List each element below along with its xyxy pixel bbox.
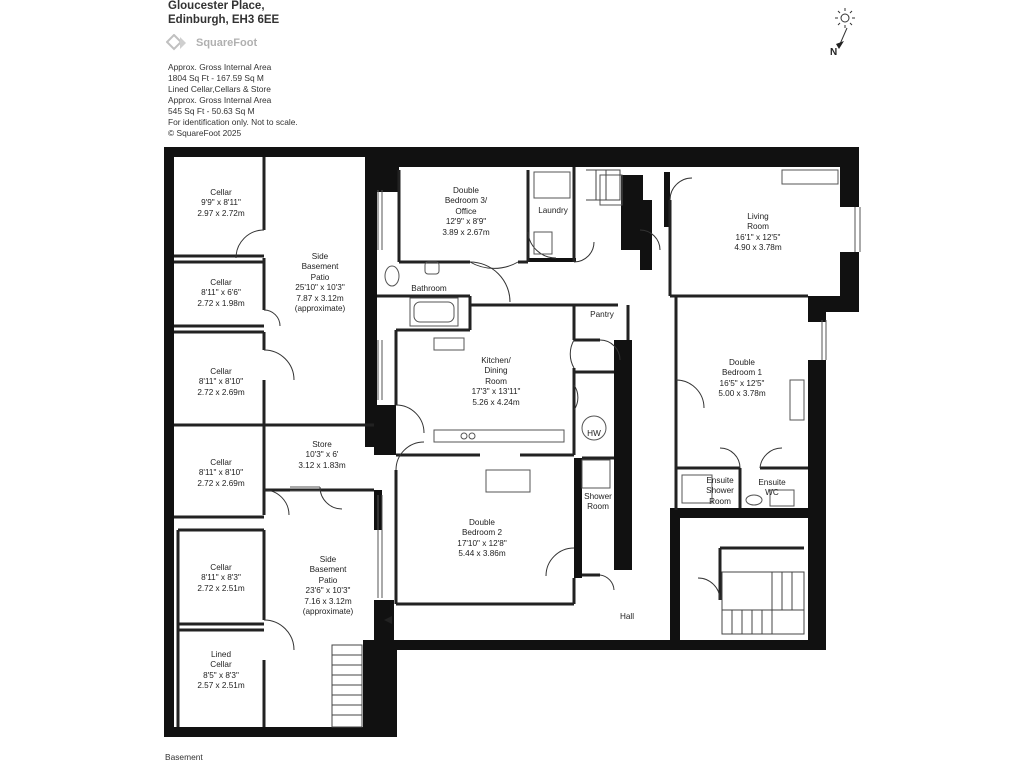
squarefoot-logo: SquareFoot (166, 34, 257, 52)
windows (290, 190, 861, 598)
info-line: Lined Cellar,Cellars & Store (168, 84, 271, 94)
entrance-arrow-icon (384, 616, 392, 624)
room-pantry: Pantry (590, 310, 614, 319)
info-line: For identification only. Not to scale. (168, 117, 298, 127)
outer-walls (164, 147, 859, 737)
room-bathroom: Bathroom (411, 284, 447, 293)
info-line: 1804 Sq Ft - 167.59 Sq M (168, 73, 264, 83)
area-info: Approx. Gross Internal Area 1804 Sq Ft -… (168, 62, 298, 139)
address-line-2: Edinburgh, EH3 6EE (168, 14, 280, 26)
squarefoot-logo-icon (166, 34, 186, 51)
interior-walls (174, 157, 808, 727)
info-line: © SquareFoot 2025 (168, 128, 242, 138)
stairs (331, 169, 805, 728)
floor-label: Basement (165, 752, 203, 762)
info-line: Approx. Gross Internal Area (168, 62, 272, 72)
room-hw: HW (587, 429, 601, 438)
room-laundry: Laundry (538, 206, 568, 215)
compass-north-label: N (830, 47, 837, 56)
address-line-1: Gloucester Place, (168, 0, 265, 12)
doors (235, 177, 783, 651)
compass-icon: N (830, 8, 855, 56)
logo-text: SquareFoot (196, 37, 258, 49)
info-line: Approx. Gross Internal Area (168, 95, 272, 105)
room-hall: Hall (619, 612, 635, 621)
fixtures (384, 169, 839, 507)
info-line: 545 Sq Ft - 50.63 Sq M (168, 106, 255, 116)
